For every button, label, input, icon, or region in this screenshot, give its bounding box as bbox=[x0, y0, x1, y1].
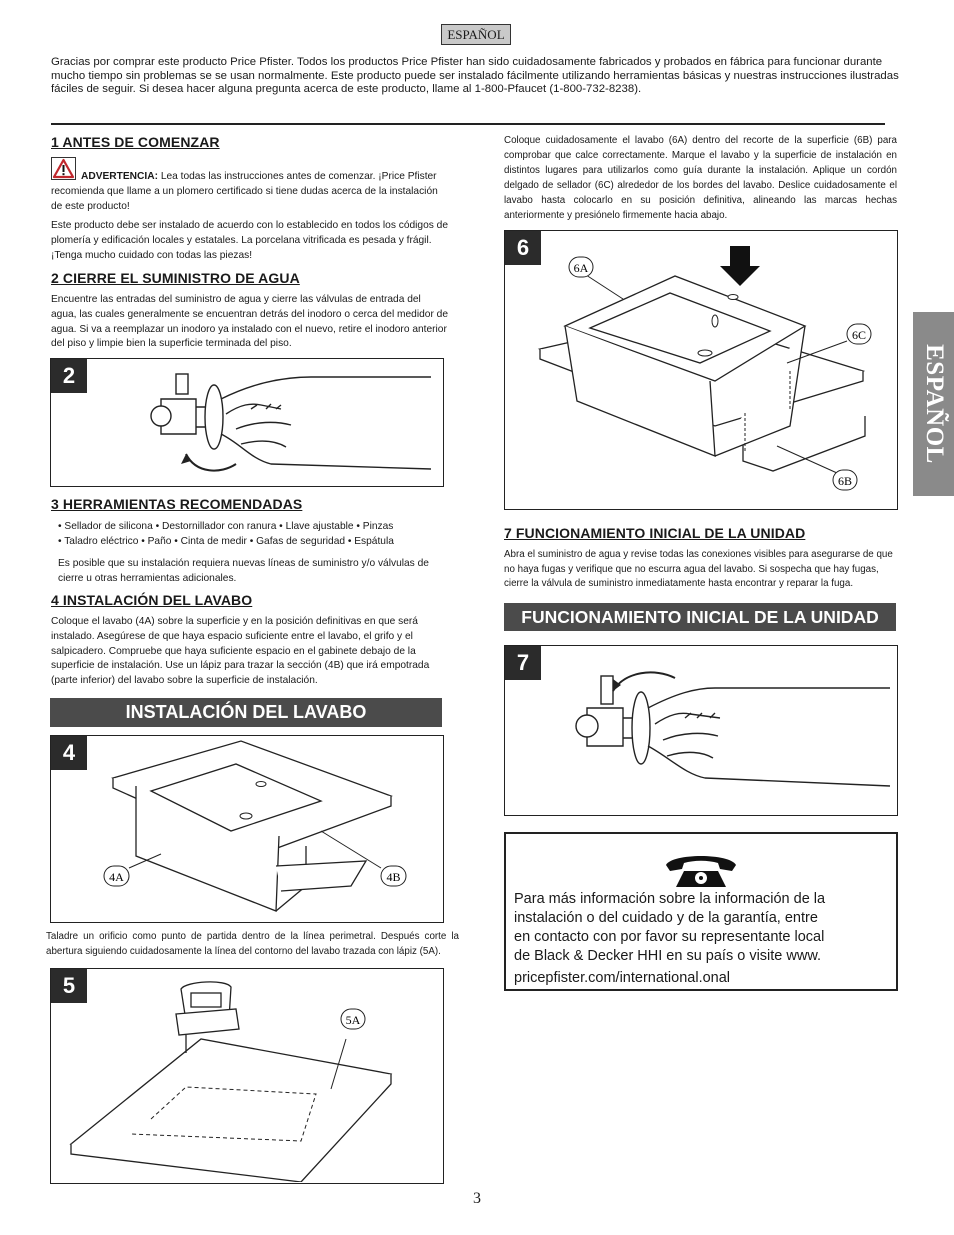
warning-body: Lea todas las instrucciones antes de com… bbox=[51, 171, 438, 212]
tools-list-item: • Sellador de silicona • Destornillador … bbox=[58, 521, 394, 532]
label-6a: 6A bbox=[574, 261, 589, 275]
section-4-title: 4 INSTALACIÓN DEL LAVABO bbox=[51, 592, 253, 608]
banner-initial-operation: FUNCIONAMIENTO INICIAL DE LA UNIDAD bbox=[504, 603, 896, 631]
tools-list: • Sellador de silicona • Destornillador … bbox=[58, 520, 438, 550]
section-3-title: 3 HERRAMIENTAS RECOMENDADAS bbox=[51, 496, 303, 512]
page-number: 3 bbox=[473, 1190, 481, 1207]
section-1-title: 1 ANTES DE COMENZAR bbox=[51, 134, 220, 150]
section-2-title: 2 CIERRE EL SUMINISTRO DE AGUA bbox=[51, 270, 300, 286]
section-4-body: Coloque el lavabo (4A) sobre la superfic… bbox=[51, 616, 430, 687]
language-tag: ESPAÑOL bbox=[441, 24, 511, 45]
language-side-tab-label: ESPAÑOL bbox=[920, 344, 948, 464]
shutoff-valve-hand-illustration bbox=[150, 373, 432, 472]
figure-2: 2 bbox=[50, 358, 444, 487]
sink-on-counter-illustration: 4A 4B bbox=[103, 740, 407, 912]
tools-list-item: • Taladro eléctrico • Paño • Cinta de me… bbox=[58, 535, 394, 547]
label-4a: 4A bbox=[109, 870, 124, 884]
sink-into-cutout-illustration: 6A 6C 6B bbox=[537, 246, 872, 491]
section-2-body: Encuentre las entradas del suministro de… bbox=[51, 294, 448, 350]
jigsaw-cutting-illustration: 5A bbox=[69, 981, 393, 1182]
contact-line: Para más información sobre la informació… bbox=[514, 891, 826, 907]
figure-4-number: 4 bbox=[51, 736, 87, 770]
contact-text: Para más información sobre la informació… bbox=[514, 890, 884, 988]
label-5a: 5A bbox=[346, 1013, 361, 1027]
banner-sink-installation: INSTALACIÓN DEL LAVABO bbox=[50, 698, 442, 727]
language-side-tab: ESPAÑOL bbox=[913, 312, 954, 496]
figure-6: 6 6A 6C 6B bbox=[504, 230, 898, 510]
header-divider bbox=[51, 123, 885, 125]
section-1-body: Este producto debe ser instalado de acue… bbox=[51, 220, 449, 261]
contact-url[interactable]: pricepfister.com/international.onal bbox=[514, 970, 731, 986]
warning-text: ADVERTENCIA: Lea todas las instrucciones… bbox=[51, 170, 449, 214]
open-valve-hand-illustration bbox=[575, 671, 891, 787]
figure-7-number: 7 bbox=[505, 646, 541, 680]
section-7-body: Abra el suministro de agua y revise toda… bbox=[504, 549, 893, 590]
label-4b: 4B bbox=[386, 870, 400, 884]
contact-box bbox=[504, 832, 898, 991]
telephone-icon bbox=[666, 856, 736, 887]
figure-4: 4 4A 4B bbox=[50, 735, 444, 923]
step-6-text: Coloque cuidadosamente el lavabo (6A) de… bbox=[504, 135, 897, 221]
warning-label: ADVERTENCIA: bbox=[81, 171, 158, 182]
intro-paragraph: Gracias por comprar este producto Price … bbox=[51, 56, 899, 96]
figure-5: 5 5A bbox=[50, 968, 444, 1184]
section-3-note: Es posible que su instalación requiera n… bbox=[58, 558, 429, 584]
contact-line: instalación o del cuidado y de la garant… bbox=[514, 910, 818, 926]
warning-icon bbox=[51, 157, 76, 180]
label-6b: 6B bbox=[838, 474, 852, 488]
section-7-title: 7 FUNCIONAMIENTO INICIAL DE LA UNIDAD bbox=[504, 525, 806, 541]
figure-5-number: 5 bbox=[51, 969, 87, 1003]
label-6c: 6C bbox=[852, 328, 866, 342]
contact-line: en contacto con por favor su representan… bbox=[514, 929, 825, 945]
figure-7: 7 bbox=[504, 645, 898, 816]
contact-line: de Black & Decker HHI en su país o visit… bbox=[514, 948, 822, 964]
drill-instructions: Taladre un orificio como punto de partid… bbox=[46, 931, 459, 957]
figure-6-number: 6 bbox=[505, 231, 541, 265]
figure-2-number: 2 bbox=[51, 359, 87, 393]
